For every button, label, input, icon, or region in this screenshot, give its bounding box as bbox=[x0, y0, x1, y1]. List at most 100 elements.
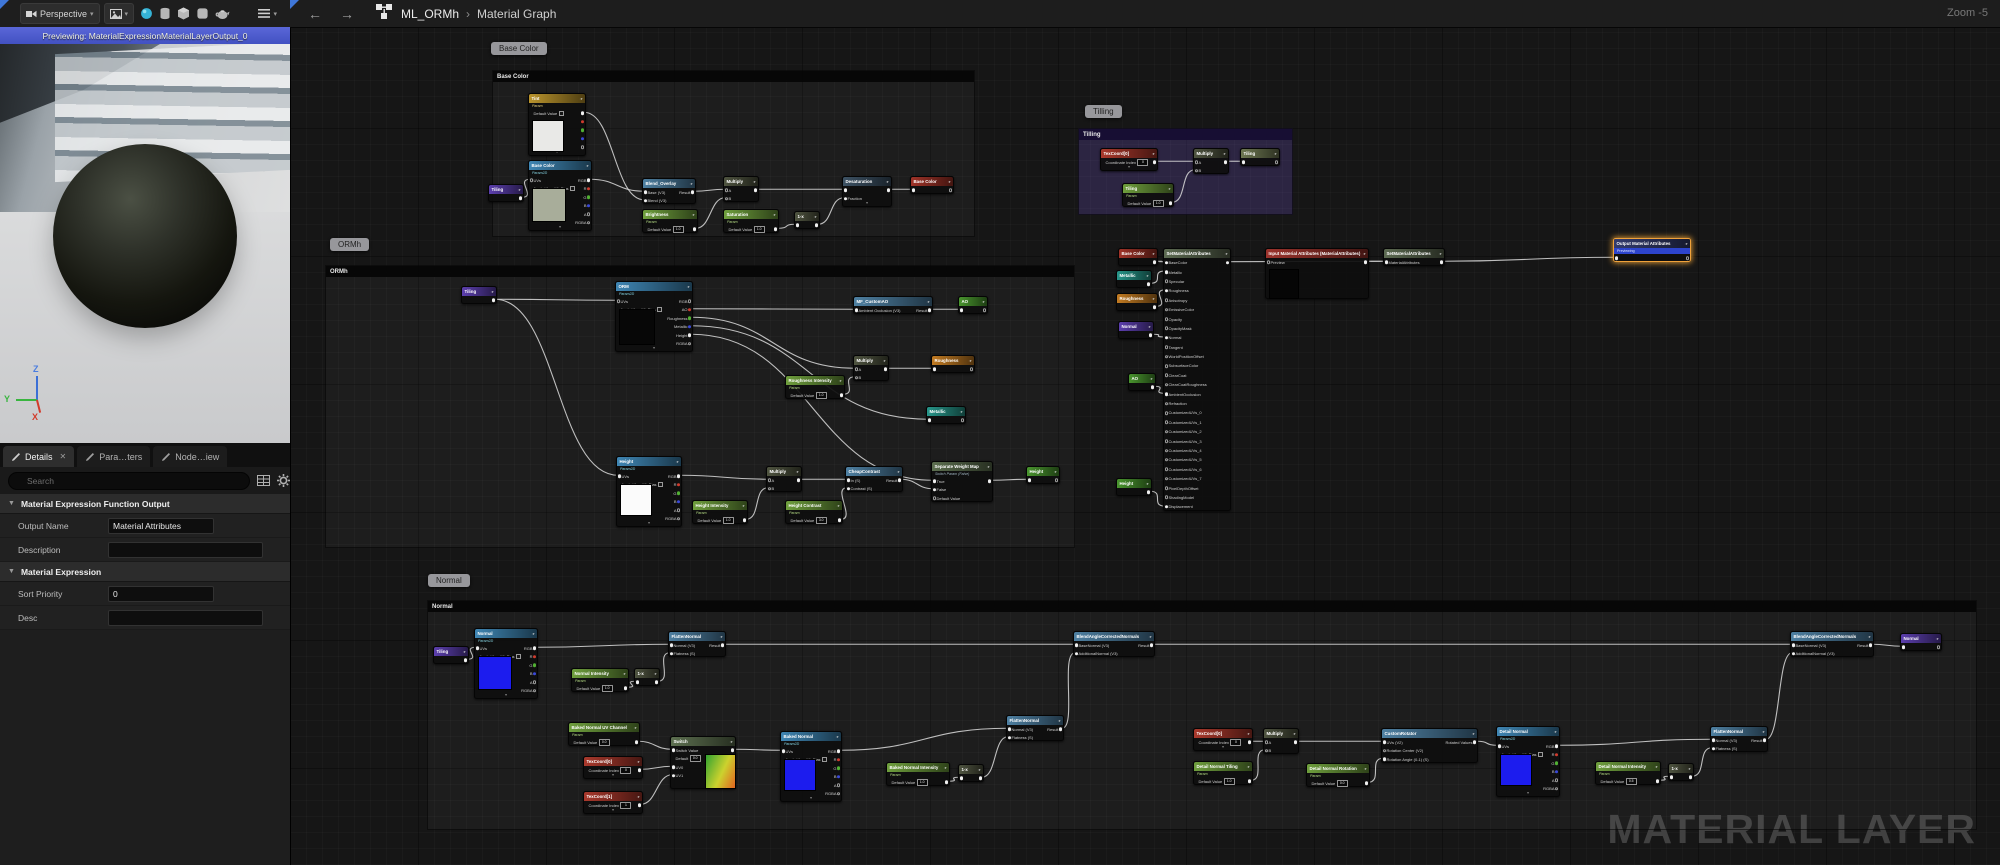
node-mfAO[interactable]: MF_CustomAO◦▾Ambient Occlusion (V3)Resul… bbox=[853, 296, 933, 314]
node-uAO[interactable]: AO◦▾ bbox=[1128, 373, 1156, 391]
pin-in[interactable] bbox=[1164, 458, 1169, 462]
pin-out[interactable] bbox=[687, 324, 692, 329]
pin-out[interactable] bbox=[948, 188, 953, 193]
pin-out[interactable] bbox=[969, 367, 974, 372]
node-bcDecl[interactable]: Base Color◦▾ bbox=[910, 176, 954, 194]
pin-in[interactable] bbox=[1164, 476, 1169, 481]
pin-in[interactable] bbox=[959, 308, 964, 313]
node-desat[interactable]: Desaturation◦▾Fraction▾ bbox=[842, 176, 892, 207]
pin-out[interactable] bbox=[796, 478, 801, 483]
pin-out[interactable] bbox=[987, 479, 992, 484]
section-header[interactable]: ▼Material Expression Function Output bbox=[0, 494, 290, 514]
pin-out[interactable] bbox=[1149, 643, 1154, 648]
pin-out[interactable] bbox=[836, 791, 841, 796]
node-metDecl[interactable]: Metallic◦▾ bbox=[926, 406, 966, 424]
pin-in[interactable] bbox=[1194, 168, 1199, 173]
value-box[interactable]: 1.0 bbox=[753, 225, 765, 233]
section-header[interactable]: ▼Material Expression bbox=[0, 562, 290, 582]
pin-out[interactable] bbox=[518, 196, 523, 201]
node-normTex[interactable]: Normal◦▾Param2DUVsRGBApply View MipBiasR… bbox=[474, 628, 538, 699]
node-uRough[interactable]: Roughness◦▾ bbox=[1116, 293, 1158, 311]
back-arrow-icon[interactable]: ← bbox=[308, 5, 322, 22]
pin-out[interactable] bbox=[1225, 260, 1230, 265]
pin-in[interactable] bbox=[724, 196, 729, 201]
pin-in[interactable] bbox=[1164, 260, 1169, 265]
pin-out[interactable] bbox=[1054, 478, 1059, 483]
pin-out[interactable] bbox=[1152, 260, 1157, 265]
pin-in[interactable] bbox=[1711, 746, 1716, 751]
node-roughDecl[interactable]: Roughness◦▾ bbox=[931, 355, 975, 373]
pin-out[interactable] bbox=[1293, 740, 1298, 745]
node-bakedTex[interactable]: Baked Normal◦▾Param2DUVsRGBApply View Mi… bbox=[780, 731, 842, 802]
pin-in[interactable] bbox=[1164, 382, 1169, 387]
pin-out[interactable] bbox=[676, 482, 681, 487]
pin-in[interactable] bbox=[1164, 392, 1169, 396]
comment-box-ormh[interactable]: ORMh bbox=[325, 265, 1075, 548]
value-box[interactable]: 1.0 bbox=[1152, 199, 1164, 207]
viewport-menu-button[interactable]: ▾ bbox=[253, 4, 282, 23]
pin-in[interactable] bbox=[1164, 467, 1169, 472]
pin-in[interactable] bbox=[1074, 643, 1079, 648]
pin-out[interactable] bbox=[960, 418, 965, 423]
checkbox[interactable] bbox=[558, 110, 565, 116]
pin-out[interactable] bbox=[944, 780, 949, 785]
pin-in[interactable] bbox=[1264, 740, 1269, 745]
pin-in[interactable] bbox=[1164, 298, 1169, 303]
pin-in[interactable] bbox=[1007, 735, 1012, 740]
viewmode-dropdown[interactable]: ▾ bbox=[103, 3, 135, 24]
pin-in[interactable] bbox=[846, 486, 851, 491]
pin-out[interactable] bbox=[1150, 385, 1155, 390]
pin-out[interactable] bbox=[676, 499, 681, 504]
node-uHeight[interactable]: Height◦▾ bbox=[1116, 478, 1152, 496]
node-omx4[interactable]: 1-x◦▾ bbox=[1668, 763, 1694, 781]
description-field[interactable] bbox=[108, 541, 263, 558]
pin-out[interactable] bbox=[836, 757, 841, 762]
pin-out[interactable] bbox=[1146, 490, 1151, 495]
pin-in[interactable] bbox=[671, 773, 676, 778]
pin-out[interactable] bbox=[690, 190, 695, 195]
value-box[interactable]: 0.0 bbox=[598, 738, 610, 746]
node-aoDecl[interactable]: AO◦▾ bbox=[958, 296, 988, 314]
rounded-cube-shape-button[interactable] bbox=[196, 7, 209, 20]
bookmark-label-ormh[interactable]: ORMh bbox=[330, 238, 370, 251]
pin-in[interactable] bbox=[1241, 160, 1246, 165]
pin-out[interactable] bbox=[687, 307, 692, 312]
pin-out[interactable] bbox=[1247, 740, 1252, 745]
node-setMA2[interactable]: SetMaterialAttributes◦▾MaterialAttribute… bbox=[1383, 248, 1445, 266]
pin-in[interactable] bbox=[1164, 354, 1169, 359]
node-uBC[interactable]: Base Color◦▾ bbox=[1118, 248, 1158, 266]
preview-viewport[interactable]: Z Y X bbox=[0, 44, 290, 443]
pin-out[interactable] bbox=[1685, 256, 1690, 261]
pin-out[interactable] bbox=[676, 474, 681, 479]
pin-in[interactable] bbox=[1164, 439, 1169, 443]
pin-out[interactable] bbox=[532, 688, 537, 693]
node-blend2[interactable]: BlendAngleCorrectedNormals◦▾BaseNormal (… bbox=[1790, 631, 1874, 657]
expand-arrow-icon[interactable]: ▾ bbox=[648, 521, 650, 525]
pin-out[interactable] bbox=[687, 341, 692, 346]
expand-arrow-icon[interactable]: ▾ bbox=[1128, 164, 1130, 169]
pin-out[interactable] bbox=[773, 227, 778, 232]
display-filter-button[interactable] bbox=[257, 475, 270, 486]
pin-out[interactable] bbox=[886, 188, 891, 193]
value-box[interactable]: 1.0 bbox=[601, 684, 613, 692]
pin-out[interactable] bbox=[580, 128, 585, 133]
value-box[interactable]: 0 bbox=[620, 766, 632, 774]
pin-out[interactable] bbox=[637, 768, 642, 773]
expand-arrow-icon[interactable]: ▾ bbox=[1222, 744, 1224, 749]
node-tU3[interactable]: Tiling◦▾ bbox=[433, 646, 469, 664]
pin-out[interactable] bbox=[1152, 305, 1157, 310]
pin-out[interactable] bbox=[586, 195, 591, 200]
pin-in[interactable] bbox=[1164, 289, 1169, 293]
checkbox[interactable] bbox=[516, 654, 522, 660]
